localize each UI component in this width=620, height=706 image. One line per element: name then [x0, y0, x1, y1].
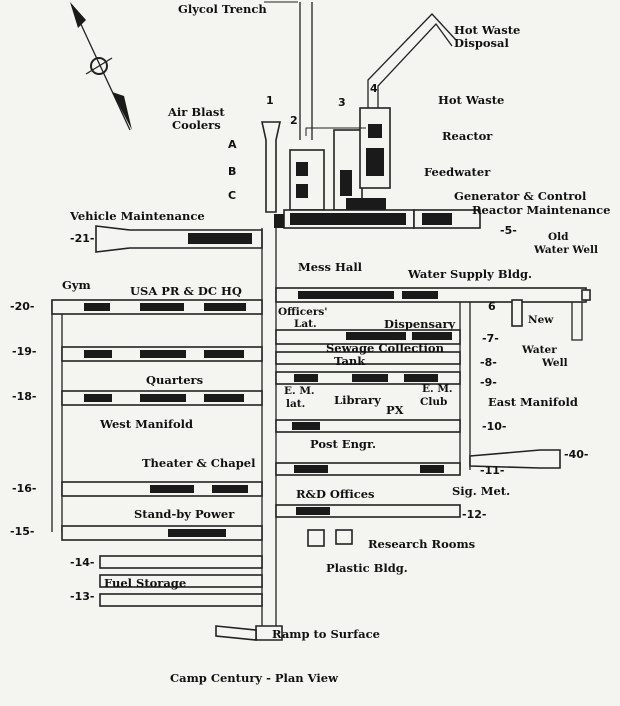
marker-21: -21- — [70, 232, 94, 245]
label-rd-offices: R&D Offices — [296, 487, 375, 501]
hot-waste-disposal-line — [367, 13, 457, 120]
label-plastic: Plastic Bldg. — [326, 561, 408, 575]
label-officers-1: Officers' — [278, 306, 328, 318]
marker-15: -15- — [10, 525, 34, 538]
plan-title: Camp Century - Plan View — [170, 671, 339, 685]
marker-c: C — [228, 189, 236, 202]
marker-4: 4 — [370, 82, 378, 95]
marker-b: B — [228, 165, 236, 178]
label-reactor: Reactor — [442, 129, 493, 143]
marker-9: -9- — [480, 376, 497, 389]
label-ramp: Ramp to Surface — [272, 627, 380, 641]
label-new-water-1: New — [528, 314, 554, 326]
label-sewage-2: Tank — [334, 354, 366, 368]
label-sewage-1: Sewage Collection — [326, 341, 445, 355]
label-officers-2: Lat. — [294, 318, 317, 330]
label-em-lat-2: lat. — [286, 398, 305, 410]
marker-5: -5- — [500, 224, 517, 237]
label-mess-hall: Mess Hall — [298, 260, 363, 274]
label-generator-control: Generator & Control — [454, 189, 587, 203]
marker-1: 1 — [266, 94, 274, 107]
label-sig-met: Sig. Met. — [452, 484, 510, 498]
west-manifold — [51, 300, 63, 532]
label-em-club-1: E. M. — [422, 383, 453, 395]
label-glycol-trench: Glycol Trench — [178, 2, 267, 16]
marker-13: -13- — [70, 590, 94, 603]
glycol-trench — [264, 1, 313, 140]
label-hot-waste: Hot Waste — [438, 93, 504, 107]
east-trenches — [275, 287, 591, 547]
label-em-lat-1: E. M. — [284, 385, 315, 397]
label-px: PX — [386, 403, 404, 417]
label-hot-waste-disposal-2: Disposal — [454, 36, 509, 50]
vehicle-maintenance — [95, 225, 263, 253]
label-quarters: Quarters — [146, 373, 203, 387]
label-post-engr: Post Engr. — [310, 437, 376, 451]
marker-12: -12- — [462, 508, 486, 521]
marker-7: -7- — [482, 332, 499, 345]
label-water-supply: Water Supply Bldg. — [407, 267, 532, 281]
label-vehicle-maintenance: Vehicle Maintenance — [69, 209, 205, 223]
marker-20: -20- — [10, 300, 34, 313]
reactor-complex — [261, 107, 481, 229]
label-gym: Gym — [62, 278, 91, 292]
marker-19: -19- — [12, 345, 36, 358]
label-new-water-3: Well — [541, 357, 568, 369]
plan-markers: A B C 1 2 3 4 -5- 6 -7- -8- -9- -10- -11… — [10, 82, 588, 603]
label-new-water-2: Water — [521, 344, 557, 356]
marker-8: -8- — [480, 356, 497, 369]
label-west-manifold: West Manifold — [99, 417, 193, 431]
marker-2: 2 — [290, 114, 298, 127]
marker-40: -40- — [564, 448, 588, 461]
marker-10: -10- — [482, 420, 506, 433]
label-fuel: Fuel Storage — [104, 576, 186, 590]
label-em-club-2: Club — [420, 396, 447, 408]
label-feedwater: Feedwater — [424, 165, 491, 179]
marker-6: 6 — [488, 300, 496, 313]
label-usa-pr: USA PR & DC HQ — [130, 284, 242, 298]
label-reactor-maintenance: Reactor Maintenance — [472, 203, 610, 217]
label-research: Research Rooms — [368, 537, 475, 551]
label-standby: Stand-by Power — [134, 507, 235, 521]
east-manifold — [459, 300, 471, 470]
label-air-blast-1: Air Blast — [167, 105, 225, 119]
label-hot-waste-disposal-1: Hot Waste — [454, 23, 520, 37]
label-theater: Theater & Chapel — [142, 456, 256, 470]
marker-18: -18- — [12, 390, 36, 403]
west-trenches — [51, 299, 263, 607]
marker-11: -11- — [480, 464, 504, 477]
marker-3: 3 — [338, 96, 346, 109]
label-old-water-well-2: Water Well — [533, 244, 598, 256]
plan-labels: Glycol Trench Hot Waste Disposal Hot Was… — [62, 2, 610, 641]
label-library: Library — [334, 393, 381, 407]
marker-14: -14- — [70, 556, 94, 569]
label-old-water-well-1: Old — [548, 231, 569, 243]
north-arrow-icon — [70, 2, 132, 131]
label-air-blast-2: Coolers — [172, 118, 221, 132]
label-east-manifold: East Manifold — [488, 395, 578, 409]
label-dispensary: Dispensary — [384, 317, 456, 331]
marker-16: -16- — [12, 482, 36, 495]
marker-a: A — [228, 138, 237, 151]
